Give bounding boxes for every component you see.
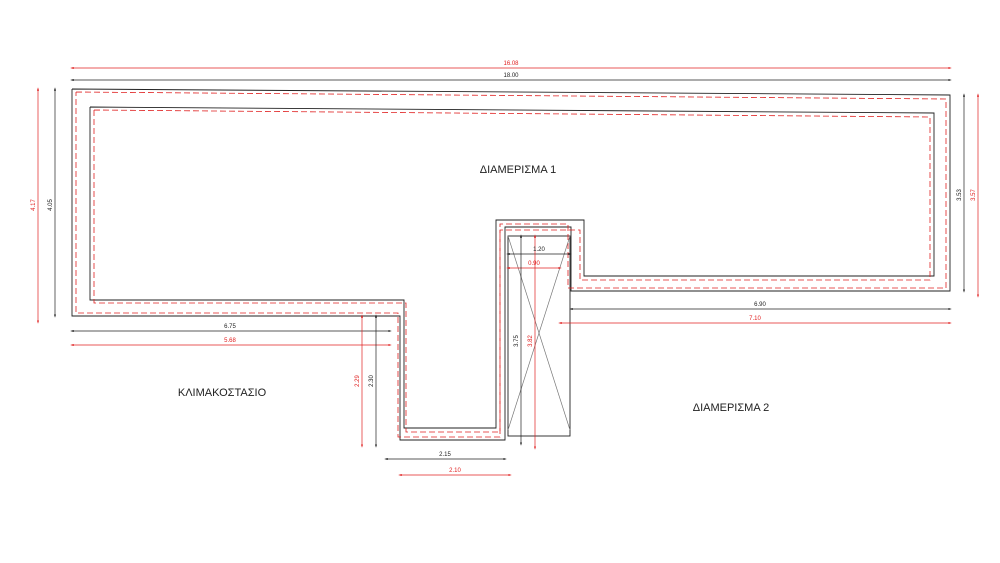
dim-right-inner-black: 3.53 — [957, 189, 963, 201]
outer-survey-outline — [75, 91, 947, 438]
dim-bottom-left-red: 5.68 — [224, 338, 236, 344]
dim-shaft-width-red: 0.90 — [528, 261, 540, 267]
dim-corridor-width-black: 2.15 — [439, 452, 451, 458]
dim-corridor-height-red: 2.29 — [355, 375, 361, 387]
inner-wall-outline — [89, 106, 935, 429]
dim-corridor-height-black: 2.30 — [369, 375, 375, 387]
dim-bottom-left-black: 6.75 — [224, 324, 236, 330]
dim-top-total-black: 18.00 — [503, 73, 519, 79]
dim-top-total-red: 16.08 — [503, 61, 519, 67]
dim-right-outer-red: 3.57 — [971, 189, 977, 201]
room-label-staircase: ΚΛΙΜΑΚΟΣΤΑΣΙΟ — [178, 387, 267, 399]
room-labels: ΔΙΑΜΕΡΙΣΜΑ 1 ΔΙΑΜΕΡΙΣΜΑ 2 ΚΛΙΜΑΚΟΣΤΑΣΙΟ — [178, 164, 769, 414]
wall-outline-black — [71, 88, 951, 441]
wall-outline-red — [75, 91, 947, 438]
dim-left-inner-black: 4.05 — [48, 199, 54, 211]
dim-shaft-height-red: 3.82 — [528, 335, 534, 347]
dim-shaft-width-black: 1.20 — [533, 247, 545, 253]
dim-corridor-width-red: 2.10 — [449, 468, 461, 474]
dim-left-outer-red: 4.17 — [31, 199, 37, 211]
inner-survey-outline — [93, 109, 931, 433]
dimension-lines — [36, 66, 980, 477]
room-label-apartment-1: ΔΙΑΜΕΡΙΣΜΑ 1 — [480, 164, 557, 176]
dim-bottom-right-black: 6.90 — [754, 302, 766, 308]
dim-shaft-height-black: 3.75 — [514, 335, 520, 347]
room-label-apartment-2: ΔΙΑΜΕΡΙΣΜΑ 2 — [693, 402, 770, 414]
shaft-outline — [507, 235, 571, 437]
dimension-labels: 16.08 18.00 4.17 4.05 3.53 3.57 6.75 5.6… — [31, 61, 977, 474]
outer-wall-outline — [71, 88, 951, 441]
dim-bottom-right-red: 7.10 — [749, 316, 761, 322]
